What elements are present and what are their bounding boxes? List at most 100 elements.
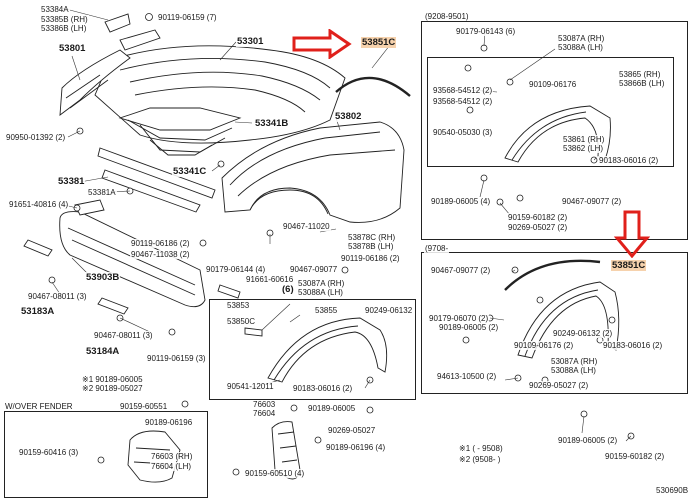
label-tr-90109-06176: 90109-06176 <box>528 80 578 89</box>
mid-box <box>209 299 416 400</box>
label-90249-06132-mid: 90249-06132 <box>364 306 414 315</box>
label-tr-53861: 53861 (RH) <box>562 135 606 144</box>
label-76603: 76603 <box>252 400 277 409</box>
red-arrow-top <box>292 29 352 59</box>
label-53850C: 53850C <box>226 317 257 326</box>
label-53341C: 53341C <box>172 166 208 177</box>
label-90950-01392: 90950-01392 (2) <box>5 133 67 142</box>
label-tr-90540: 90540-05030 (3) <box>432 128 494 137</box>
label-tr-90179-06143: 90179-06143 (6) <box>455 27 517 36</box>
tr-box-9208-9501 <box>421 21 688 240</box>
label-53183A: 53183A <box>20 306 56 317</box>
tr-inner-box <box>427 57 674 167</box>
label-90179-06144: 90179-06144 (4) <box>205 265 267 274</box>
label-br-90467-09077: 90467-09077 (2) <box>430 266 492 275</box>
label-br-90249-06132: 90249-06132 (2) <box>552 329 614 338</box>
label-53088A-mid: 53088A (LH) <box>297 288 344 297</box>
label-br-53087A: 53087A (RH) <box>550 357 599 366</box>
label-tr-90269-05027: 90269-05027 (2) <box>507 223 569 232</box>
label-53802: 53802 <box>334 111 363 122</box>
leader-lines <box>51 7 632 442</box>
label-note-1-mid: ※1 90189-06005 <box>81 375 144 384</box>
label-90119-06186: 90119-06186 (2) <box>130 239 191 248</box>
red-arrow-right-down <box>614 210 650 258</box>
label-53384A: 53384A <box>40 5 70 14</box>
label-90467-08011-l: 90467-08011 (3) <box>27 292 88 301</box>
mud-guard-drawing <box>271 421 301 480</box>
fender-drawing <box>221 121 405 223</box>
label-90467-09077-mid: 90467-09077 <box>289 265 339 274</box>
footnote-2: ※2 (9508- ) <box>458 455 502 464</box>
label-90119-06159-7: 90119-06159 (7) <box>157 13 218 22</box>
label-90467-11038: 90467-11038 (2) <box>130 250 191 259</box>
label-br-90109-06176: 90109-06176 (2) <box>513 341 575 350</box>
label-53903B: 53903B <box>85 272 121 283</box>
over-fender-box <box>4 411 208 498</box>
label-53381A: 53381A <box>87 188 117 197</box>
figure-code: 530690B <box>655 486 690 495</box>
br-box-9708 <box>421 252 688 394</box>
label-tr-53087A: 53087A (RH) <box>557 34 606 43</box>
label-90183-06016-mid: 90183-06016 (2) <box>292 384 354 393</box>
label-90467-11020: 90467-11020 <box>282 222 331 231</box>
label-53855: 53855 <box>314 306 339 315</box>
label-tr-53865: 53865 (RH) <box>618 70 662 79</box>
label-90541-12011: 90541-12011 <box>226 382 275 391</box>
label-tr-93568-54512-b: 93568-54512 (2) <box>432 97 494 106</box>
label-53878B: 53878B (LH) <box>347 242 395 251</box>
label-53853: 53853 <box>226 301 251 310</box>
label-53184A: 53184A <box>85 346 121 357</box>
label-br-53088A: 53088A (LH) <box>550 366 597 375</box>
label-53087A-mid: 53087A (RH) <box>297 279 346 288</box>
label-53341B: 53341B <box>254 118 290 129</box>
tr-title: (9208-9501) <box>424 12 470 21</box>
label-br-94613-10500: 94613-10500 (2) <box>436 372 498 381</box>
label-90159-60551: 90159-60551 <box>119 402 169 411</box>
label-90269-05027-mid: 90269-05027 <box>327 426 377 435</box>
label-tr-53862: 53862 (LH) <box>562 144 605 153</box>
label-90119-06186-r: 90119-06186 (2) <box>340 254 401 263</box>
label-90159-60416: 90159-60416 (3) <box>18 448 80 457</box>
label-tr-93568-54512-a: 93568-54512 (2) <box>432 86 494 95</box>
label-br-90189-06005-b: 90189-06005 (2) <box>557 436 619 445</box>
label-53851C-top: 53851C <box>361 37 397 48</box>
label-tr-90183-06016: 90183-06016 (2) <box>598 156 660 165</box>
label-note-2-mid: ※2 90189-05027 <box>81 384 144 393</box>
label-tr-90189-06005: 90189-06005 (4) <box>430 197 492 206</box>
label-91661-60616: 91661-60616 <box>245 275 295 284</box>
label-76604-lh: 76604 (LH) <box>150 462 193 471</box>
label-76604: 76604 <box>252 409 277 418</box>
label-90119-06159-3: 90119-06159 (3) <box>146 354 207 363</box>
label-90467-08011-m: 90467-08011 (3) <box>93 331 154 340</box>
label-6: (6) <box>281 284 295 295</box>
br-title: (9708- <box>424 244 450 253</box>
label-91651-40816: 91651-40816 (4) <box>8 200 70 209</box>
label-tr-90159-60182: 90159-60182 (2) <box>507 213 569 222</box>
label-53381: 53381 <box>57 176 86 187</box>
label-76603-rh: 76603 (RH) <box>150 452 194 461</box>
over-fender-title: W/OVER FENDER <box>4 402 74 411</box>
label-90159-60510: 90159-60510 (4) <box>244 469 306 478</box>
label-tr-53088A: 53088A (LH) <box>557 43 604 52</box>
mid-flare-drawing <box>244 317 388 383</box>
label-br-90179-06070: 90179-06070 (2) <box>428 314 490 323</box>
label-br-53851C: 53851C <box>611 260 647 271</box>
label-90189-06196-ov: 90189-06196 <box>144 418 194 427</box>
front-panel-drawing <box>23 147 241 315</box>
label-tr-90467-09077: 90467-09077 (2) <box>561 197 623 206</box>
label-tr-53866B: 53866B (LH) <box>618 79 666 88</box>
label-br-90159-60182: 90159-60182 (2) <box>604 452 666 461</box>
label-90189-06196-mid: 90189-06196 (4) <box>325 443 387 452</box>
hood-hinge-drawing <box>59 13 161 116</box>
label-53801: 53801 <box>58 43 87 54</box>
label-br-90183-06016: 90183-06016 (2) <box>602 341 664 350</box>
label-53386B: 53386B (LH) <box>40 24 88 33</box>
label-br-90189-06005: 90189-06005 (2) <box>438 323 500 332</box>
footnote-1: ※1 ( - 9508) <box>458 444 504 453</box>
label-53301: 53301 <box>236 36 265 47</box>
label-br-90269-05027: 90269-05027 (2) <box>528 381 590 390</box>
label-53878C: 53878C (RH) <box>347 233 397 242</box>
label-53385B: 53385B (RH) <box>40 15 89 24</box>
label-90189-06005-mid: 90189-06005 <box>307 404 357 413</box>
